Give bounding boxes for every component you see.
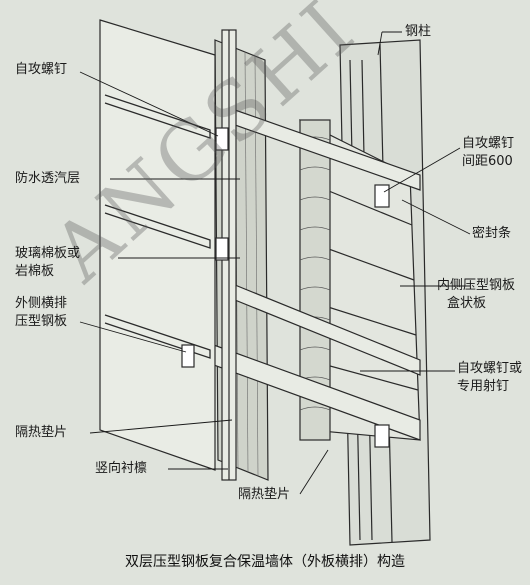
label-steel-column: 钢柱 <box>405 24 432 39</box>
label-breathable-membrane: 防水透汽层 <box>15 171 81 186</box>
label-insulation-line2: 岩棉板 <box>15 264 55 279</box>
label-outer-panel-line1: 外侧横排 <box>15 296 68 311</box>
label-thermal-pad-bottom: 隔热垫片 <box>238 487 291 502</box>
label-fastener-line1: 自攻螺钉或 <box>457 361 523 376</box>
label-outer-panel-line2: 压型钢板 <box>15 314 68 329</box>
label-self-tapping-screw-left: 自攻螺钉 <box>15 62 68 77</box>
label-screw-spacing-line2: 间距600 <box>462 154 513 169</box>
label-sealing-strip: 密封条 <box>472 226 512 241</box>
label-insulation-line1: 玻璃棉板或 <box>15 246 81 261</box>
label-vertical-purlin: 竖向衬檩 <box>95 461 148 476</box>
label-inner-panel-line1: 内侧压型钢板 <box>437 278 516 293</box>
label-thermal-pad-left: 隔热垫片 <box>15 425 68 440</box>
label-fastener-line2: 专用射钉 <box>457 379 510 394</box>
label-inner-panel-line2: 盒状板 <box>447 296 487 311</box>
label-screw-spacing-line1: 自攻螺钉 <box>462 136 515 151</box>
figure-caption: 双层压型钢板复合保温墙体（外板横排）构造 <box>125 554 405 570</box>
